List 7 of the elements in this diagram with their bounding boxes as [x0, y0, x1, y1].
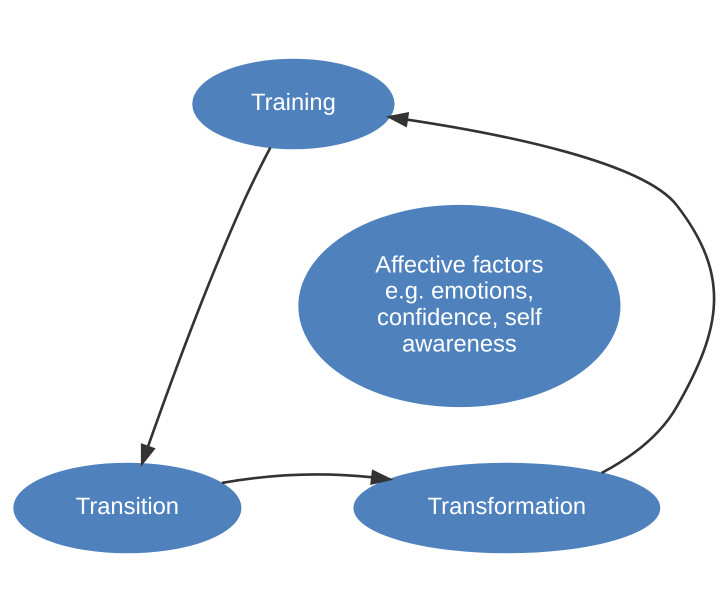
arrow [140, 147, 272, 467]
node-ellipse: Affective factors e.g. emotions, confidence, self awareness [298, 204, 620, 408]
arrow [222, 469, 394, 485]
node-ellipse: Transition [13, 462, 242, 554]
node-ellipse: Training [192, 58, 395, 150]
arrow [386, 112, 716, 474]
node-ellipse: Transformation [353, 462, 660, 554]
